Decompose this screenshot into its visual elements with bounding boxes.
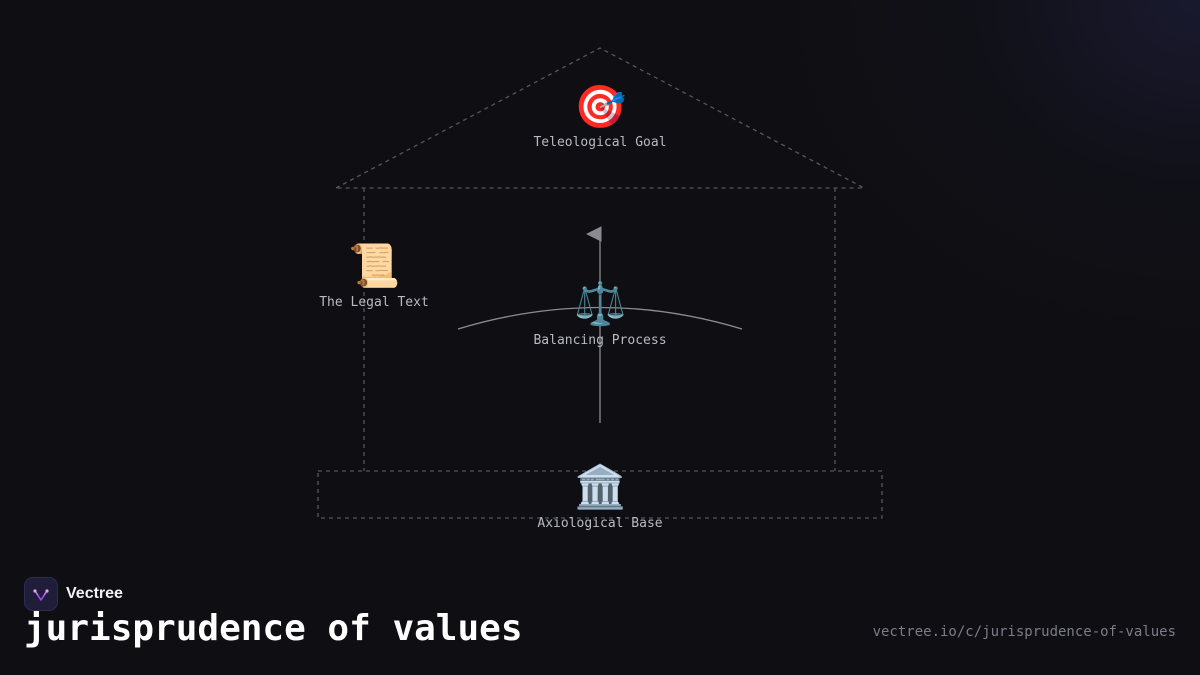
roof-outline — [335, 47, 865, 189]
base-outline — [317, 470, 883, 519]
page-title: jurisprudence of values — [24, 608, 523, 649]
teleological-goal-label: Teleological Goal — [533, 135, 667, 150]
legal-text-label: The Legal Text — [319, 295, 429, 310]
classical-building-icon: 🏛️ — [574, 462, 627, 511]
vectree-logo-icon — [24, 577, 58, 611]
brand-name: Vectree — [66, 585, 123, 602]
scales-icon: ⚖️ — [574, 279, 627, 328]
axiological-base-label: Axiological Base — [537, 516, 663, 531]
target-icon: 🎯 — [574, 82, 627, 131]
brand: Vectree — [24, 577, 123, 611]
source-url[interactable]: vectree.io/c/jurisprudence-of-values — [872, 624, 1176, 640]
balancing-process-label: Balancing Process — [533, 333, 667, 348]
scroll-icon: 📜 — [348, 241, 401, 290]
